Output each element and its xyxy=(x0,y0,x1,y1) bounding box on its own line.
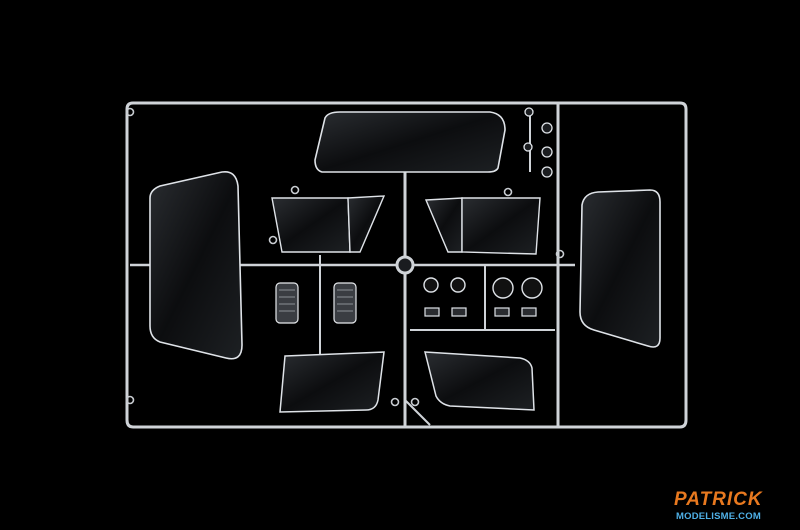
lower-left-window-part xyxy=(279,351,385,413)
watermark-logo: PATRICK MODELISME.COM xyxy=(674,490,792,524)
knob-parts xyxy=(523,107,553,178)
lower-right-window-part xyxy=(424,351,535,411)
sprue-gates xyxy=(125,107,565,407)
small-rect-parts xyxy=(424,307,537,317)
vent-window-left-pair xyxy=(271,195,386,253)
right-side-window-part xyxy=(579,189,661,348)
vent-window-right-pair xyxy=(424,197,541,255)
watermark-bottom-text: MODELISME.COM xyxy=(676,511,761,522)
left-side-window-part xyxy=(149,170,243,360)
watermark-top-text: PATRICK xyxy=(674,489,763,510)
light-lens-pair xyxy=(275,282,357,324)
windshield-part xyxy=(314,111,506,173)
round-lens-parts xyxy=(423,277,543,299)
